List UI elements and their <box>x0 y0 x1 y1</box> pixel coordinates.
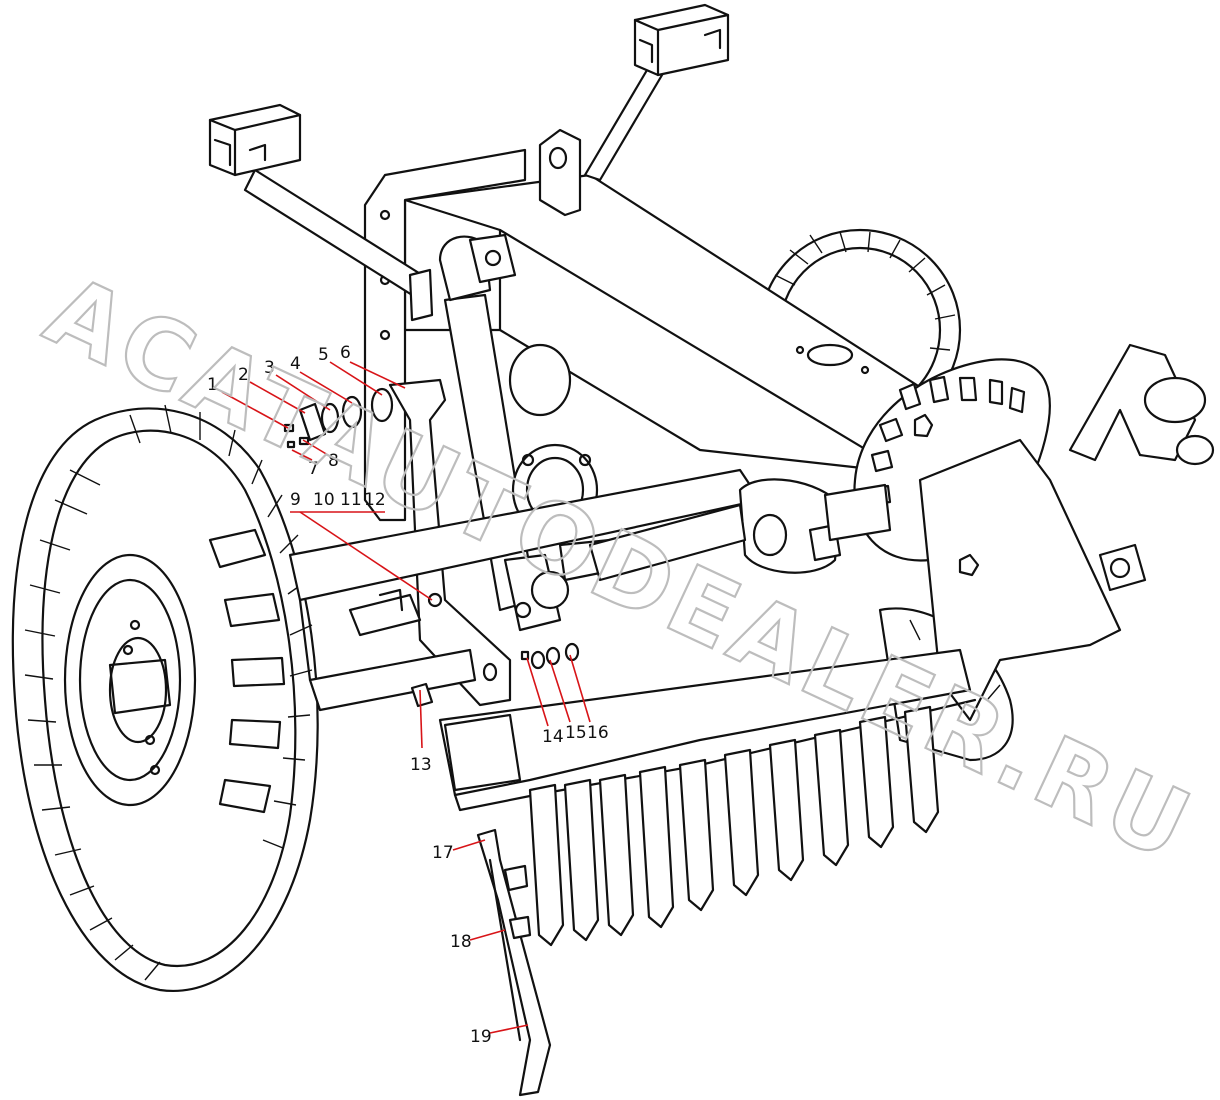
callout-labels: 1 2 3 4 5 6 7 8 9 10 11 12 13 14 15 16 1… <box>207 343 609 1047</box>
right-bumper <box>583 3 730 182</box>
callout-4: 4 <box>290 354 301 374</box>
callout-13: 13 <box>410 755 432 775</box>
callout-2: 2 <box>238 365 249 385</box>
callout-16: 16 <box>587 723 609 743</box>
rake-tines <box>528 705 940 947</box>
callout-1: 1 <box>207 375 218 395</box>
callout-3: 3 <box>264 358 275 378</box>
callout-17: 17 <box>432 843 454 863</box>
yoke <box>588 478 892 582</box>
leader-lines <box>221 361 591 1034</box>
callout-8: 8 <box>328 451 339 471</box>
top-pivot-lug <box>538 128 582 217</box>
main-beam <box>403 173 942 472</box>
callout-15: 15 <box>565 723 587 743</box>
callout-18: 18 <box>450 932 472 952</box>
callout-6: 6 <box>340 343 351 363</box>
callout-5: 5 <box>318 345 329 365</box>
callout-9: 9 <box>290 490 301 510</box>
callout-7: 7 <box>308 459 319 479</box>
left-tire <box>11 404 319 993</box>
callout-19: 19 <box>470 1027 492 1047</box>
callout-14: 14 <box>542 727 564 747</box>
detached-tine <box>476 828 552 1097</box>
callout-12: 12 <box>364 490 386 510</box>
rake-frame <box>438 648 977 812</box>
callout-10: 10 <box>313 490 335 510</box>
callout-11: 11 <box>340 490 362 510</box>
right-arm <box>1068 343 1215 592</box>
left-bumper <box>208 103 434 322</box>
